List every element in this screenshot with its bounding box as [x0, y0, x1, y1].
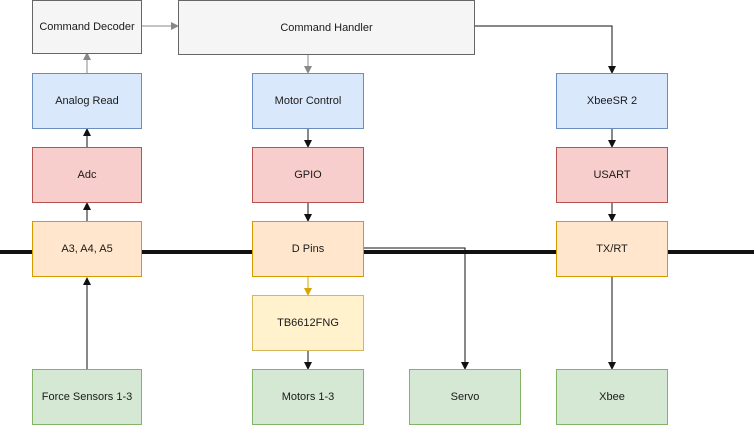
motor-control-box[interactable]: Motor Control: [252, 73, 364, 129]
tb6612fng-box[interactable]: TB6612FNG: [252, 295, 364, 351]
edge-handler-xbeesr: [475, 25, 616, 74]
force-sensors-box[interactable]: Force Sensors 1-3: [32, 369, 142, 425]
motors-box[interactable]: Motors 1-3: [252, 369, 364, 425]
analog-pins-box[interactable]: A3, A4, A5: [32, 221, 142, 277]
xbee-box[interactable]: Xbee: [556, 369, 668, 425]
tx-rt-box[interactable]: TX/RT: [556, 221, 668, 277]
adc-box[interactable]: Adc: [32, 147, 142, 203]
xbeesr2-box[interactable]: XbeeSR 2: [556, 73, 668, 129]
analog-read-box[interactable]: Analog Read: [32, 73, 142, 129]
edge-dpins-servo: [364, 247, 469, 370]
servo-box[interactable]: Servo: [409, 369, 521, 425]
gpio-box[interactable]: GPIO: [252, 147, 364, 203]
d-pins-box[interactable]: D Pins: [252, 221, 364, 277]
command-handler-box[interactable]: Command Handler: [178, 0, 475, 55]
command-decoder-box[interactable]: Command Decoder: [32, 0, 142, 54]
usart-box[interactable]: USART: [556, 147, 668, 203]
